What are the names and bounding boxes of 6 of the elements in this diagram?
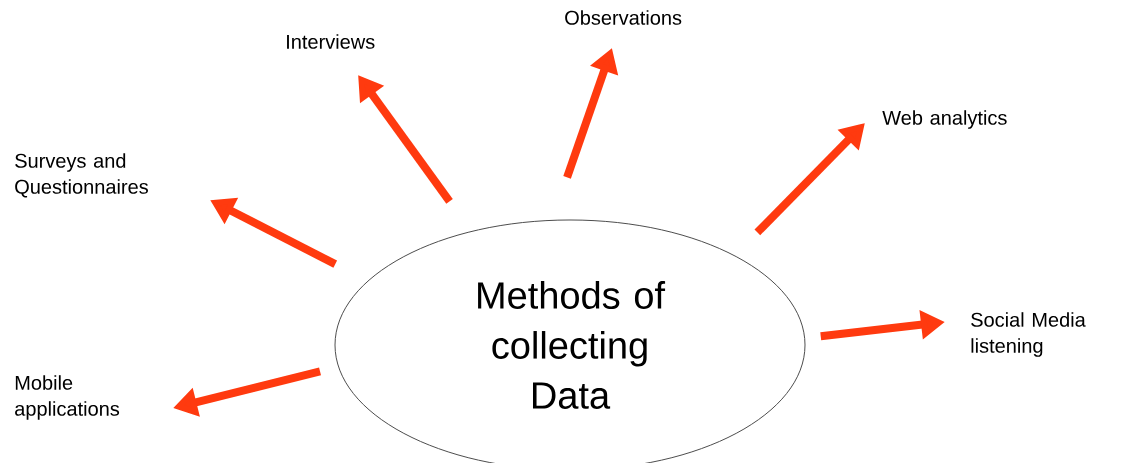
label-text: Observations [565, 10, 682, 25]
label-text: Social Media listening [971, 312, 1086, 357]
label-text: Surveys and Questionnaires [15, 153, 148, 198]
label-text: Mobile applications [15, 375, 120, 420]
label-text: Web analytics [882, 110, 1007, 129]
label-text: Interviews [287, 34, 375, 49]
